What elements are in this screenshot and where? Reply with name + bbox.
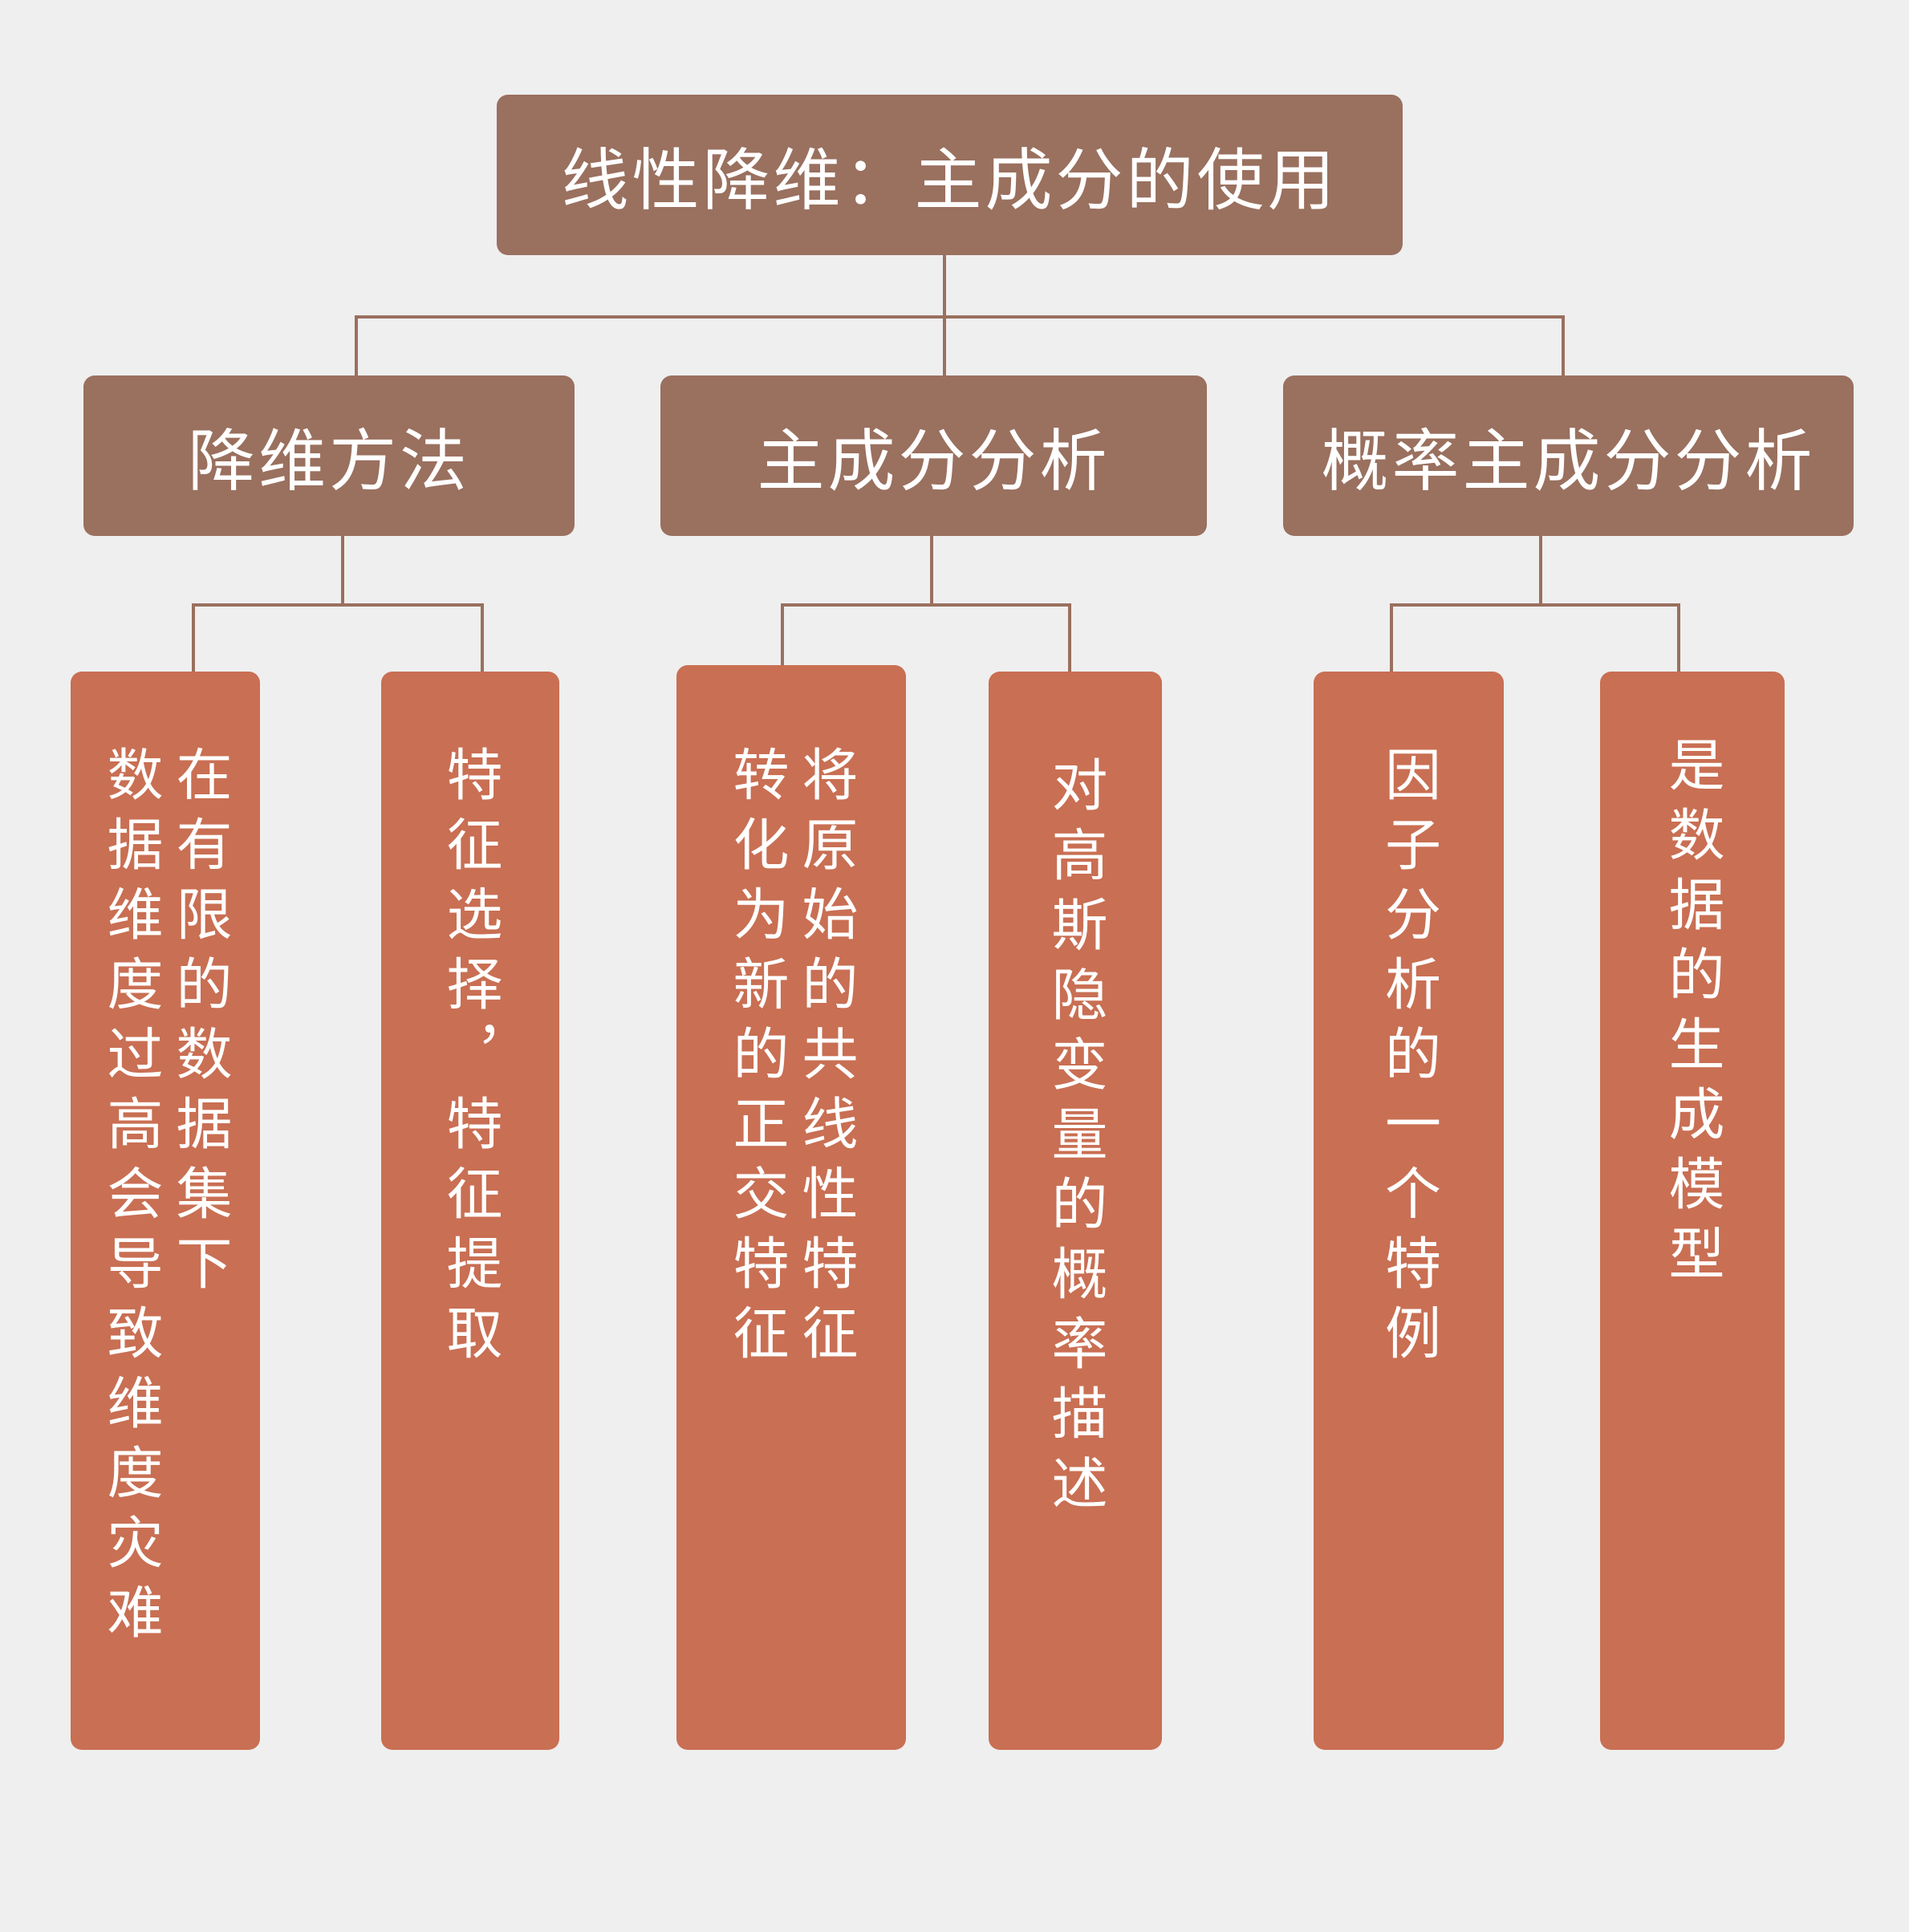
leaf-text-line: 特征选择，特征提取 [437,745,503,1374]
connector [355,315,358,375]
connector [930,536,933,605]
connector [1390,603,1393,672]
connector [192,603,195,672]
leaf-node: 是数据的生成模型 [1600,672,1785,1750]
category-node: 主成分分析 [660,375,1207,536]
leaf-node: 将原始的共线性特征 转化为新的正交特征 [676,665,906,1750]
category-node: 概率主成分分析 [1283,375,1854,536]
leaf-text-line: 是数据的生成模型 [1659,736,1725,1294]
connector [1068,603,1071,672]
category-label: 降维方法 [187,421,470,501]
connector [1677,603,1680,672]
leaf-text-line: 在有限的数据集下 [167,745,233,1304]
category-label: 概率主成分分析 [1321,421,1816,501]
root-node: 线性降维：主成分的使用 [497,95,1403,255]
connector [1562,315,1565,375]
connector [1539,536,1542,605]
leaf-node: 特征选择，特征提取 [381,672,559,1750]
connector [781,603,1071,607]
leaf-node: 在有限的数据集下 数据维度过高会导致维度灾难 [71,672,260,1750]
leaf-text-line: 转化为新的正交特征 [724,745,790,1374]
category-label: 主成分分析 [757,421,1111,501]
leaf-node: 因子分析的一个特例 [1314,672,1504,1750]
leaf-text-line: 数据维度过高会导致维度灾难 [98,745,164,1653]
connector [341,536,344,605]
leaf-text-line: 因子分析的一个特例 [1375,745,1442,1374]
connector [1390,603,1680,607]
connector [781,603,784,668]
connector [481,603,484,672]
category-node: 降维方法 [83,375,575,536]
connector [355,315,1565,319]
leaf-text-line: 对高斯隐变量的概率描述 [1042,756,1108,1524]
root-title: 线性降维：主成分的使用 [561,140,1338,220]
leaf-text-line: 将原始的共线性特征 [793,745,859,1374]
connector [192,603,484,607]
leaf-node: 对高斯隐变量的概率描述 [989,672,1162,1750]
